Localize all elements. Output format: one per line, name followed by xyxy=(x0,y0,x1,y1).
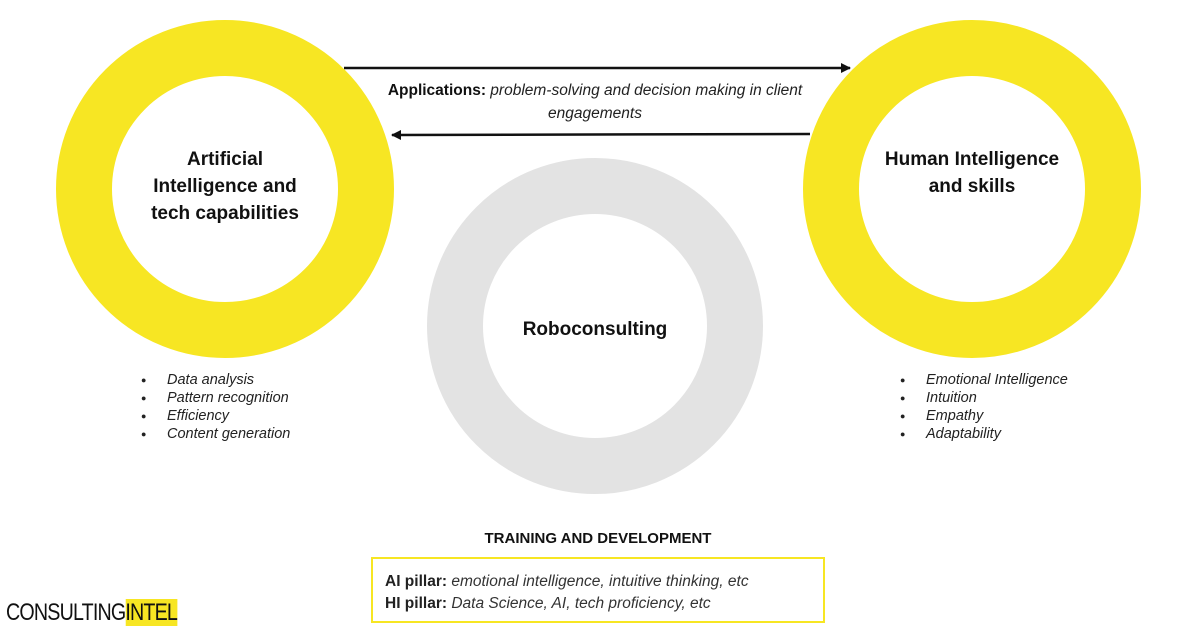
applications-text: Applications: problem-solving and decisi… xyxy=(380,79,810,125)
list-item: Pattern recognition xyxy=(141,389,290,407)
list-item: Content generation xyxy=(141,425,290,443)
ai-bullet-list: Data analysis Pattern recognition Effici… xyxy=(141,371,290,443)
hi-bullet-list: Emotional Intelligence Intuition Empathy… xyxy=(900,371,1068,443)
list-item: Efficiency xyxy=(141,407,290,425)
ai-pillar-text: emotional intelligence, intuitive thinki… xyxy=(451,573,749,590)
ai-pillar-line: AI pillar: emotional intelligence, intui… xyxy=(385,571,823,593)
applications-description: problem-solving and decision making in c… xyxy=(490,82,803,122)
logo: CONSULTINGINTEL xyxy=(6,599,178,627)
applications-label: Applications: xyxy=(387,82,486,99)
list-item: Intuition xyxy=(900,389,1068,407)
hi-pillar-label: HI pillar: xyxy=(385,595,448,612)
hi-pillar-text: Data Science, AI, tech proficiency, etc xyxy=(451,595,711,612)
roboconsulting-label: Roboconsulting xyxy=(522,319,668,340)
hi-pillar-line: HI pillar: Data Science, AI, tech profic… xyxy=(385,593,823,615)
arrow-left xyxy=(391,129,811,140)
ai-ring-label: Artificial Intelligence and tech capabil… xyxy=(151,149,299,224)
logo-text-highlight: INTEL xyxy=(125,599,178,626)
ai-pillar-label: AI pillar: xyxy=(385,573,448,590)
list-item: Data analysis xyxy=(141,371,290,389)
logo-text: CONSULTING xyxy=(6,599,126,626)
list-item: Adaptability xyxy=(900,425,1068,443)
list-item: Emotional Intelligence xyxy=(900,371,1068,389)
training-box: AI pillar: emotional intelligence, intui… xyxy=(371,557,825,623)
training-title: TRAINING AND DEVELOPMENT xyxy=(484,530,712,547)
hi-ring-label: Human Intelligence and skills xyxy=(884,149,1060,197)
list-item: Empathy xyxy=(900,407,1068,425)
